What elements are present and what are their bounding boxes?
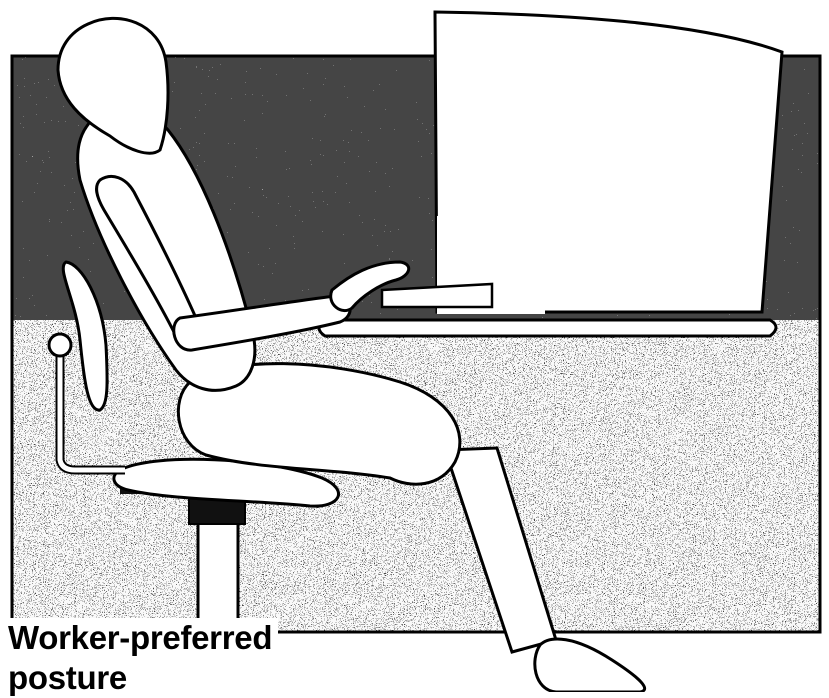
seated-figure-icon xyxy=(56,16,647,692)
figure-caption: Worker-preferred posture xyxy=(8,618,279,698)
office-chair-icon xyxy=(47,260,340,640)
caption-line-2: posture xyxy=(8,659,127,696)
monitor-icon xyxy=(433,10,784,314)
caption-line-1: Worker-preferred xyxy=(8,619,273,656)
keyboard-icon xyxy=(380,282,494,309)
desk-icon xyxy=(317,318,778,338)
